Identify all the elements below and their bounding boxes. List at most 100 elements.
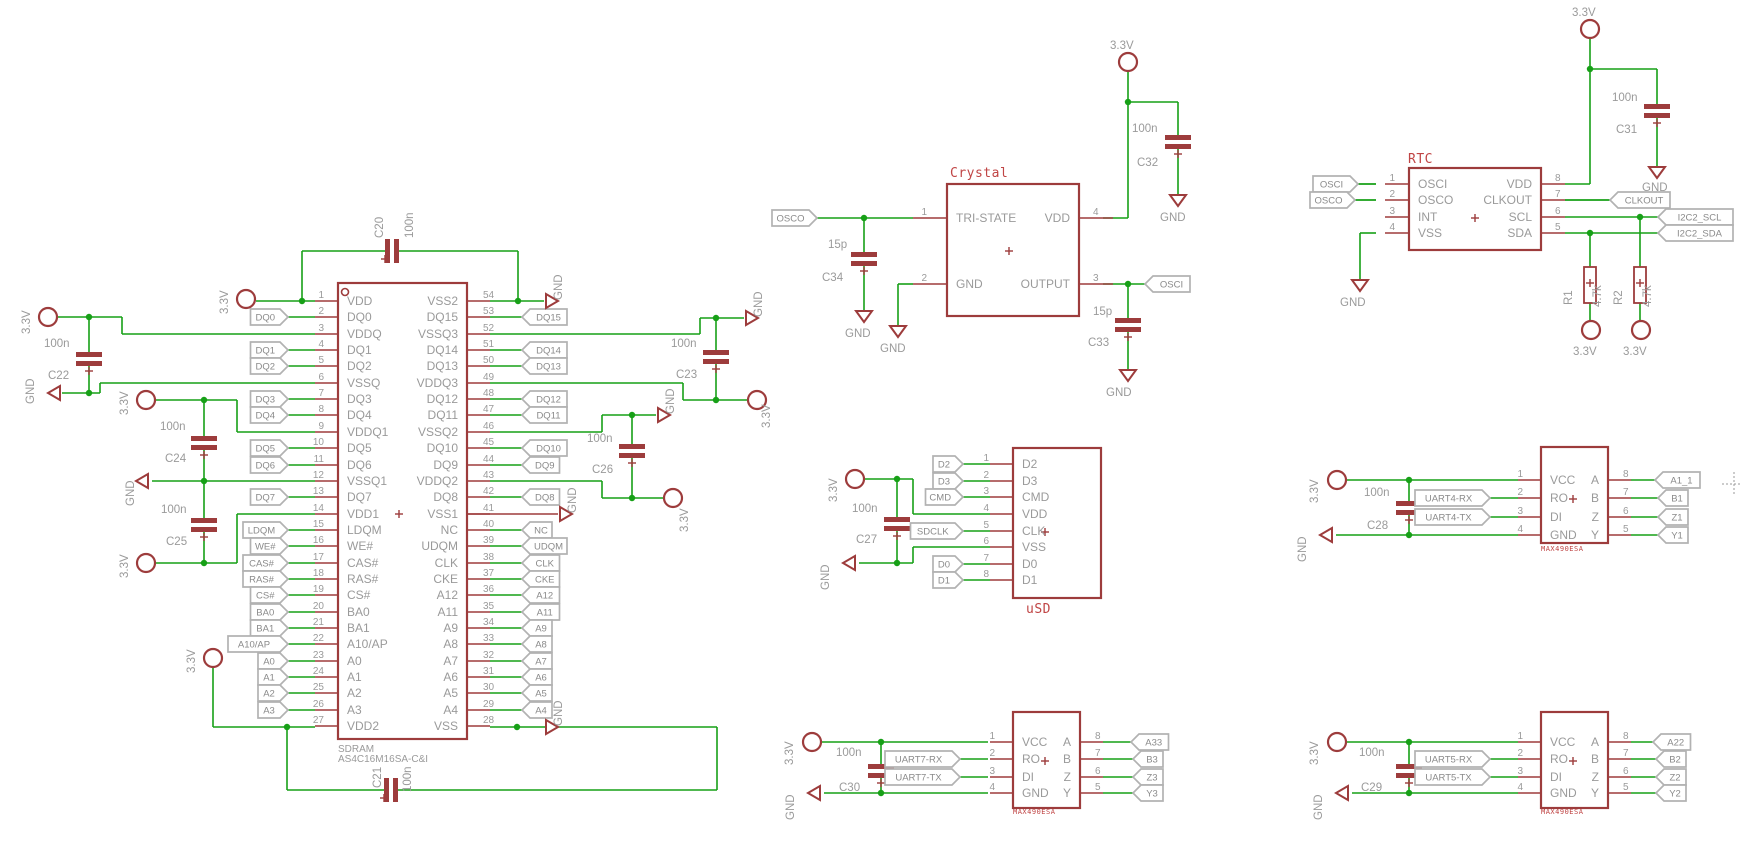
- net-label-shape[interactable]: [520, 456, 561, 474]
- net-label-SDCLK[interactable]: [909, 522, 965, 540]
- net-label-shape[interactable]: [520, 619, 553, 637]
- part-title[interactable]: MAX490ESA: [1013, 808, 1056, 816]
- net-label-A7[interactable]: [520, 652, 553, 670]
- net-label-DQ15[interactable]: [520, 308, 568, 326]
- net-label-CS#[interactable]: [249, 586, 290, 604]
- value-text[interactable]: C30: [839, 782, 860, 794]
- net-label-shape[interactable]: [520, 684, 553, 702]
- ground-arrow-icon[interactable]: [46, 384, 61, 402]
- value-text[interactable]: R1: [1563, 290, 1575, 305]
- value-text[interactable]: 100n: [1364, 487, 1390, 499]
- net-label-shape[interactable]: [520, 586, 561, 604]
- junction-dot[interactable]: [1636, 213, 1644, 221]
- net-label-A22[interactable]: [1651, 733, 1692, 751]
- capacitor-plate[interactable]: [868, 764, 894, 769]
- capacitor-C28[interactable]: [1396, 501, 1422, 515]
- capacitor-C27[interactable]: [884, 517, 910, 531]
- capacitor-plate[interactable]: [1396, 510, 1422, 515]
- value-text[interactable]: 4.7k: [1642, 285, 1654, 307]
- sdram-body[interactable]: [336, 281, 469, 741]
- ground-arrow-icon[interactable]: [134, 472, 149, 490]
- net-label-A3[interactable]: [257, 701, 290, 719]
- value-text[interactable]: C24: [165, 453, 187, 465]
- net-label-shape[interactable]: [932, 472, 965, 490]
- net-label-Z3[interactable]: [1131, 768, 1164, 786]
- net-label-CLKOUT[interactable]: [1608, 191, 1671, 209]
- power-3v3-icon[interactable]: [801, 731, 823, 753]
- capacitor-plate[interactable]: [394, 239, 399, 263]
- value-text[interactable]: 100n: [404, 212, 416, 238]
- net-label-UART7-TX[interactable]: [884, 768, 962, 786]
- uart5-transceiver-body[interactable]: [1539, 710, 1610, 810]
- net-label-DQ9[interactable]: [520, 456, 561, 474]
- net-label-shape[interactable]: [1608, 191, 1671, 209]
- net-label-shape[interactable]: [932, 571, 965, 589]
- net-label-Y1[interactable]: [1656, 526, 1689, 544]
- net-label-A2[interactable]: [257, 684, 290, 702]
- net-label-shape[interactable]: [1414, 508, 1492, 526]
- part-title[interactable]: Crystal: [950, 166, 1008, 181]
- net-label-shape[interactable]: [884, 768, 962, 786]
- capacitor-plate[interactable]: [884, 526, 910, 531]
- net-label-DQ14[interactable]: [520, 341, 568, 359]
- uart7-transceiver-body[interactable]: [1011, 710, 1082, 810]
- value-text[interactable]: 100n: [1612, 92, 1638, 104]
- net-label-Y2[interactable]: [1654, 784, 1687, 802]
- ground-arrow-icon[interactable]: [545, 292, 560, 310]
- capacitor-plate[interactable]: [1396, 501, 1422, 506]
- net-label-A1_1[interactable]: [1653, 471, 1701, 489]
- net-label-shape[interactable]: [249, 537, 290, 555]
- ground-arrow-icon[interactable]: [1318, 526, 1333, 544]
- net-label-shape[interactable]: [1656, 208, 1734, 226]
- value-text[interactable]: C22: [48, 370, 69, 382]
- net-label-shape[interactable]: [249, 406, 290, 424]
- value-text[interactable]: R2: [1613, 290, 1625, 305]
- value-text[interactable]: C25: [166, 536, 187, 548]
- power-3v3-icon[interactable]: [135, 389, 157, 411]
- net-label-DQ8[interactable]: [520, 488, 561, 506]
- net-label-shape[interactable]: [1131, 784, 1164, 802]
- capacitor-C33[interactable]: [1115, 318, 1141, 332]
- ground-arrow-icon[interactable]: [841, 554, 856, 572]
- net-label-shape[interactable]: [520, 521, 553, 539]
- capacitor-C31[interactable]: [1644, 104, 1670, 118]
- junction-dot[interactable]: [85, 389, 93, 397]
- value-text[interactable]: C27: [856, 534, 877, 546]
- net-label-DQ6[interactable]: [249, 456, 290, 474]
- net-label-shape[interactable]: [1414, 750, 1492, 768]
- value-text[interactable]: C34: [822, 272, 844, 284]
- net-label-UART5-RX[interactable]: [1414, 750, 1492, 768]
- net-label-shape[interactable]: [242, 554, 290, 572]
- net-label-shape[interactable]: [257, 684, 290, 702]
- net-label-shape[interactable]: [1656, 508, 1689, 526]
- value-text[interactable]: C32: [1137, 157, 1158, 169]
- capacitor-plate[interactable]: [191, 527, 217, 532]
- capacitor-plate[interactable]: [851, 261, 877, 266]
- net-label-CAS#[interactable]: [242, 554, 290, 572]
- net-label-shape[interactable]: [1309, 191, 1357, 209]
- ground-arrow-icon[interactable]: [1647, 166, 1667, 180]
- junction-dot[interactable]: [298, 297, 306, 305]
- value-text[interactable]: 100n: [852, 503, 878, 515]
- value-text[interactable]: 4.7k: [1592, 285, 1604, 307]
- net-label-shape[interactable]: [249, 390, 290, 408]
- capacitor-plate[interactable]: [1396, 764, 1422, 769]
- capacitor-plate[interactable]: [884, 517, 910, 522]
- power-3v3-icon[interactable]: [746, 389, 768, 411]
- junction-dot[interactable]: [1405, 789, 1413, 797]
- net-label-shape[interactable]: [257, 652, 290, 670]
- net-label-D1[interactable]: [932, 571, 965, 589]
- net-label-shape[interactable]: [520, 652, 553, 670]
- net-label-A12[interactable]: [520, 586, 561, 604]
- net-label-CMD[interactable]: [924, 488, 965, 506]
- net-label-OSCO[interactable]: [1309, 191, 1357, 209]
- value-text[interactable]: AS4C16M16SA-C&I: [338, 754, 428, 765]
- net-label-WE#[interactable]: [249, 537, 290, 555]
- capacitor-plate[interactable]: [1165, 135, 1191, 140]
- net-label-shape[interactable]: [249, 308, 290, 326]
- net-label-DQ10[interactable]: [520, 439, 568, 457]
- net-label-shape[interactable]: [249, 357, 290, 375]
- power-3v3-icon[interactable]: [202, 647, 224, 669]
- value-text[interactable]: 100n: [1359, 747, 1385, 759]
- capacitor-plate[interactable]: [1165, 144, 1191, 149]
